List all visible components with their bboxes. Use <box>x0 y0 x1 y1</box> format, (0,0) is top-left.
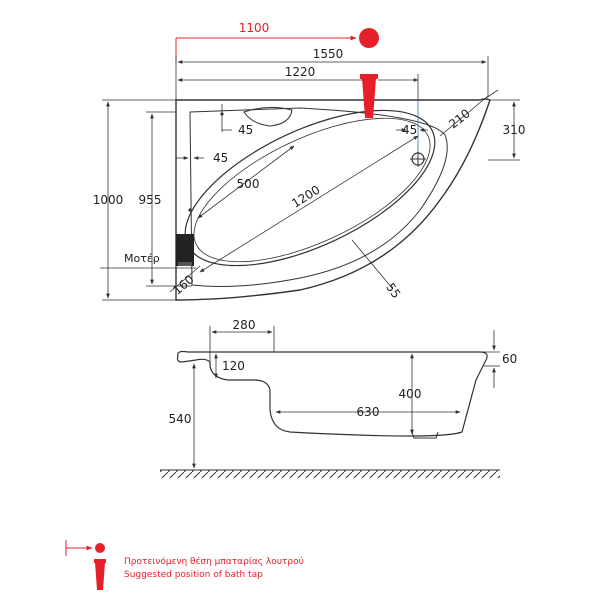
dim-right-height: 310 <box>488 99 526 161</box>
dim-step-depth: 120 <box>214 353 245 379</box>
motor-base <box>178 262 192 266</box>
dim-total-height: 1000 <box>93 99 176 301</box>
dim-rim-height-label: 60 <box>502 352 517 366</box>
dim-section-height-label: 540 <box>169 412 192 426</box>
motor-label: Μοτέρ <box>124 252 160 265</box>
dim-front-label: 55 <box>383 280 403 301</box>
dim-total-height-label: 1000 <box>93 193 124 207</box>
dim-step-width-label: 280 <box>233 318 256 332</box>
dim-rim-right-label: 45 <box>402 123 417 137</box>
dim-floor-width-label: 630 <box>357 405 380 419</box>
dim-inner-depth-label: 400 <box>399 387 422 401</box>
dim-inner-width: 1220 <box>177 65 419 100</box>
dim-step-depth-label: 120 <box>222 359 245 373</box>
dim-inner-depth: 400 <box>399 353 422 435</box>
dim-rim-height: 60 <box>482 330 517 388</box>
dim-front: 55 <box>351 239 403 301</box>
dim-rim-left: 45 <box>176 151 228 165</box>
dim-inner-width-label: 1220 <box>285 65 316 79</box>
motor-callout: Μοτέρ <box>100 252 196 269</box>
dim-right-top: 210 <box>439 89 499 137</box>
section-view: 280 120 60 400 630 540 <box>160 318 517 478</box>
dim-step-width: 280 <box>209 318 275 362</box>
tub-outer-outline <box>175 98 491 301</box>
tub-section-profile <box>176 350 488 437</box>
dim-rim-right: 45 <box>396 123 428 137</box>
tub-inner-rim <box>189 107 448 287</box>
legend-english: Suggested position of bath tap <box>124 570 263 580</box>
dim-rim-top-label: 45 <box>238 123 253 137</box>
legend: Προτεινόμενη θέση μπαταρίας λουτρού Sugg… <box>65 540 304 590</box>
dim-right-height-label: 310 <box>503 123 526 137</box>
section-drain <box>411 431 439 439</box>
headrest <box>243 106 293 127</box>
dim-corner: 160 <box>169 265 201 298</box>
dim-total-width: 1550 <box>175 47 489 100</box>
dim-rim-top: 45 <box>221 104 253 137</box>
legend-greek: Προτεινόμενη θέση μπαταρίας λουτρού <box>124 556 304 567</box>
motor-block <box>176 234 194 266</box>
dim-floor-width: 630 <box>275 405 461 419</box>
dim-diagonal-label: 1200 <box>289 183 322 211</box>
dim-tap-offset-label: 1100 <box>239 21 270 35</box>
dim-inner-height-label: 955 <box>139 193 162 207</box>
tap-position-icon <box>359 28 379 118</box>
legend-tap-icon <box>65 540 106 590</box>
dim-rim-left-label: 45 <box>213 151 228 165</box>
screw-dot <box>188 208 192 212</box>
dim-inner-height: 955 <box>139 111 192 287</box>
drain-icon <box>410 151 426 167</box>
dim-headrest-label: 500 <box>237 177 260 191</box>
floor-hatch <box>160 469 500 478</box>
plan-view: 1100 1550 1220 210 310 <box>93 21 526 301</box>
dim-total-width-label: 1550 <box>313 47 344 61</box>
dim-section-height: 540 <box>169 363 196 469</box>
dim-corner-label: 160 <box>170 272 197 297</box>
